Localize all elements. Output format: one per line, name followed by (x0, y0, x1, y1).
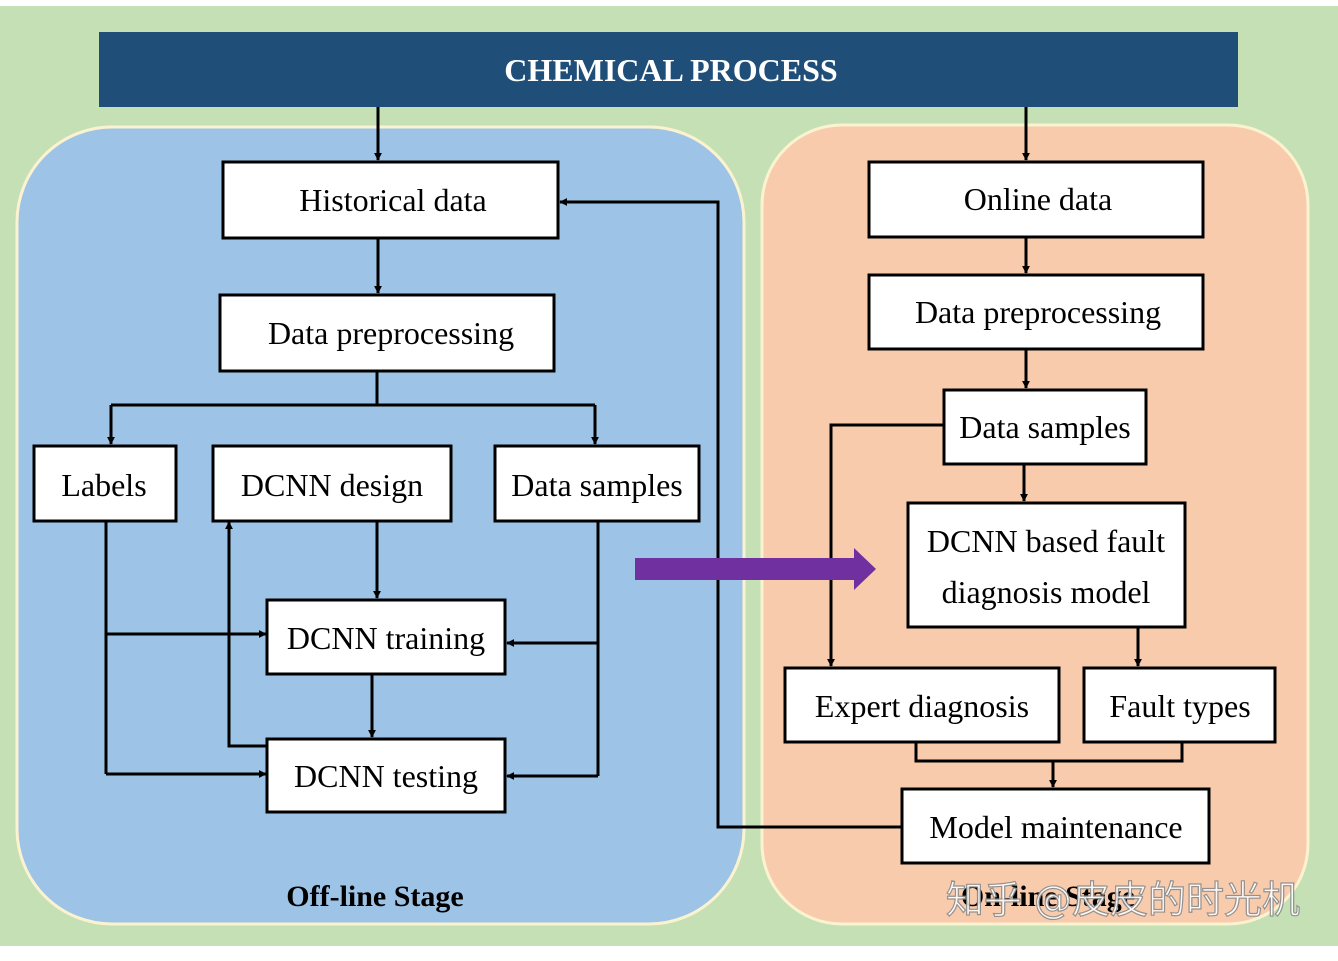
fault-types-label: Fault types (1109, 688, 1250, 724)
dcnn-training-label: DCNN training (287, 620, 485, 656)
labels-label: Labels (61, 467, 146, 503)
online-data-box: Online data (867, 160, 1205, 239)
online-data-preprocessing-label: Data preprocessing (915, 294, 1161, 330)
offline-data-preprocessing-label: Data preprocessing (268, 315, 514, 351)
watermark-text: 知乎 @皮皮的时光机 (946, 878, 1300, 922)
connectors (104, 107, 1184, 829)
arrow-samples-to-expert (827, 423, 944, 667)
online-data-samples-label: Data samples (959, 409, 1131, 445)
historical-data-label: Historical data (299, 182, 486, 218)
model-label-line1: DCNN based fault (927, 523, 1165, 559)
arrow-maintenance-to-historical (559, 198, 902, 829)
historical-data-box: Historical data (221, 160, 560, 240)
chemical-process-header: CHEMICAL PROCESS (99, 32, 1238, 107)
offline-data-preprocessing-box: Data preprocessing (218, 293, 556, 373)
fault-diagnosis-model-box: DCNN based fault diagnosis model (906, 501, 1187, 629)
dcnn-testing-label: DCNN testing (294, 758, 478, 794)
header-title: CHEMICAL PROCESS (504, 52, 837, 88)
online-data-preprocessing-box: Data preprocessing (867, 273, 1205, 351)
online-data-label: Online data (964, 181, 1112, 217)
offline-data-samples-label: Data samples (511, 467, 683, 503)
merge-line (914, 743, 1184, 763)
offline-stage-label: Off-line Stage (286, 880, 463, 913)
labels-box: Labels (32, 444, 178, 523)
offline-data-samples-box: Data samples (493, 444, 701, 523)
transfer-arrow (635, 548, 876, 590)
dcnn-training-box: DCNN training (265, 598, 507, 676)
online-stage-label: On-line Stage (961, 880, 1135, 913)
dcnn-design-box: DCNN design (211, 444, 453, 523)
dcnn-design-label: DCNN design (241, 467, 423, 503)
model-label-line2: diagnosis model (942, 574, 1151, 610)
dcnn-testing-box: DCNN testing (265, 737, 507, 814)
arrow-testing-to-design (225, 521, 267, 748)
fault-types-box: Fault types (1082, 666, 1277, 744)
offline-stage-panel (15, 125, 746, 926)
expert-diagnosis-label: Expert diagnosis (815, 688, 1029, 724)
model-maintenance-label: Model maintenance (929, 809, 1182, 845)
online-data-samples-box: Data samples (942, 388, 1148, 466)
model-maintenance-box: Model maintenance (900, 787, 1211, 865)
expert-diagnosis-box: Expert diagnosis (783, 666, 1061, 744)
